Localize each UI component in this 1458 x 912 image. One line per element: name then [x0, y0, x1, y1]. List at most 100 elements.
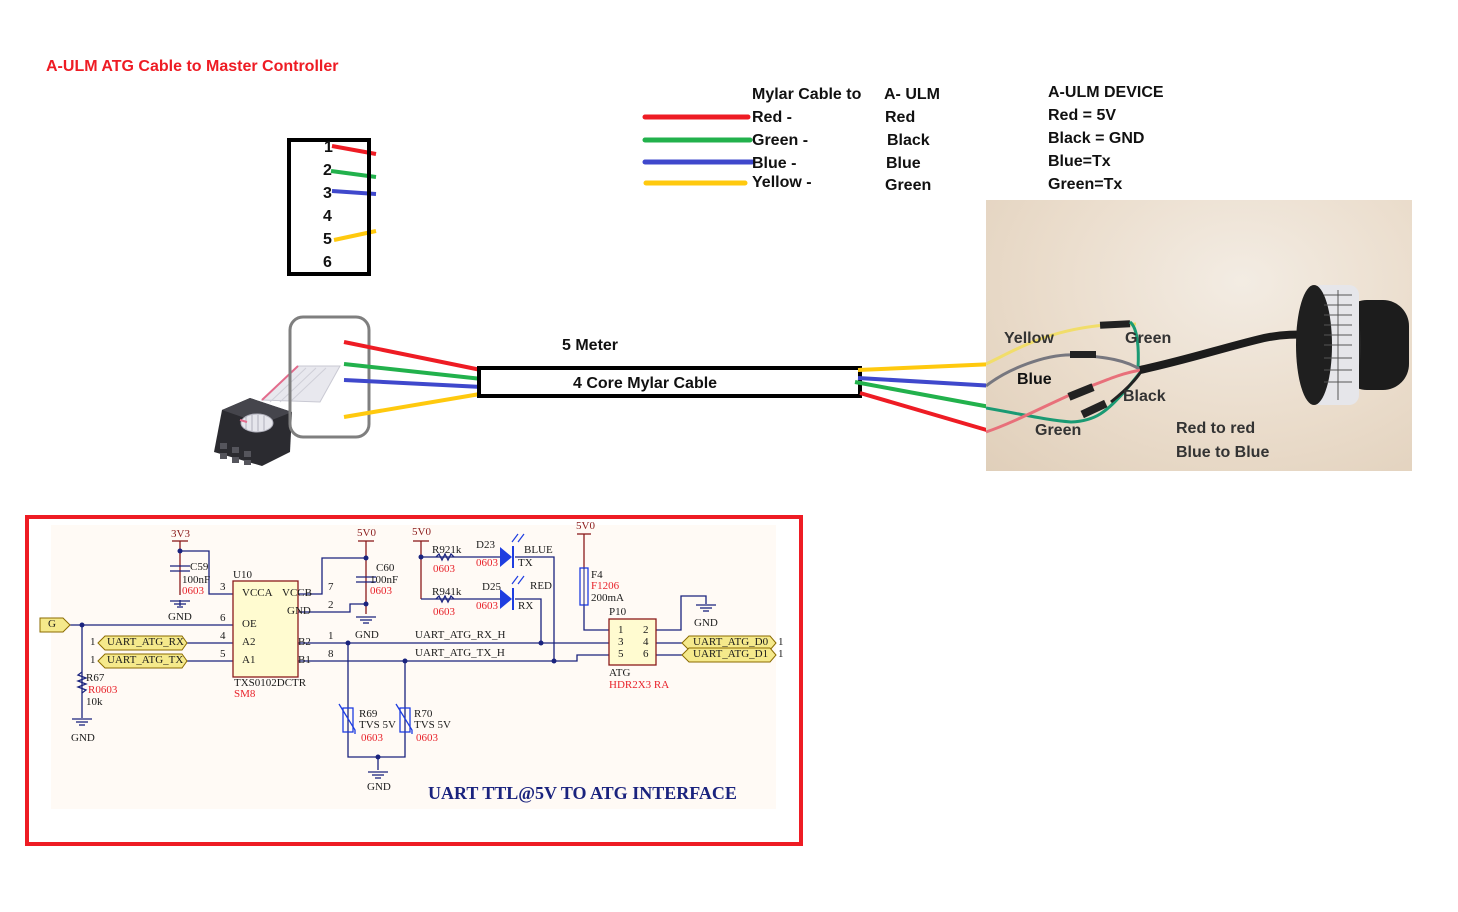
c59-ref: C59	[190, 561, 209, 573]
c59-pkg: 0603	[182, 585, 204, 597]
r94-ref: R941k	[432, 586, 462, 598]
device-info-line: Black = GND	[1048, 130, 1145, 147]
pin-number: 5	[323, 231, 332, 248]
u10-pkg: SM8	[234, 688, 256, 700]
d25-color: RED	[530, 580, 552, 592]
connector-wire-green	[343, 362, 483, 381]
photo-label-blue: Blue	[1017, 371, 1052, 388]
d25-pkg: 0603	[476, 600, 498, 612]
port-d1-num: 1	[778, 648, 784, 660]
legend-header-ulm: A- ULM	[884, 86, 940, 103]
photo-note-blue: Blue to Blue	[1176, 444, 1270, 461]
r70-pkg: 0603	[416, 732, 438, 744]
photo-label-green-bottom: Green	[1035, 422, 1082, 439]
device-photo-illustration	[986, 285, 1409, 434]
gnd-label: GND	[71, 732, 95, 744]
cable-wire-green	[854, 380, 991, 409]
u10-pin-name: OE	[242, 618, 257, 630]
f4-ref: F4	[591, 569, 603, 581]
u10-pin-num: 3	[220, 581, 226, 593]
mylar-cable-body	[477, 366, 862, 398]
r94-pkg: 0603	[433, 606, 455, 618]
u10-pin-name: B2	[298, 636, 311, 648]
gnd-label: GND	[168, 611, 192, 623]
legend-header-cable: Mylar Cable to	[752, 86, 862, 103]
p10-pin: 3	[618, 636, 624, 648]
net-rx-h: UART_ATG_RX_H	[415, 629, 506, 641]
power-3v3: 3V3	[171, 528, 190, 540]
p10-pin: 4	[643, 636, 649, 648]
d23-ref: D23	[476, 539, 495, 551]
p10-name: ATG	[609, 667, 631, 679]
port-tx-shape[interactable]	[97, 653, 188, 669]
u10-pin-name: GND	[287, 605, 311, 617]
photo-label-yellow: Yellow	[1004, 330, 1054, 347]
power-5v0: 5V0	[576, 520, 595, 532]
port-g-shape[interactable]	[39, 617, 71, 633]
r69-ref: R69	[359, 708, 378, 720]
connector-highlight-box	[288, 315, 371, 439]
diagram-title: A-ULM ATG Cable to Master Controller	[46, 58, 339, 75]
cable-wire-red	[859, 391, 991, 433]
pin-number: 6	[323, 254, 332, 271]
photo-label-black: Black	[1123, 388, 1166, 405]
r69-value: TVS 5V	[359, 719, 396, 731]
device-photo: Yellow Green Blue Black Green Red to red…	[986, 200, 1412, 471]
u10-ref: U10	[233, 569, 252, 581]
r67-ref: R67	[86, 672, 105, 684]
port-rx-shape[interactable]	[97, 635, 188, 651]
d25-led-icon	[500, 575, 525, 610]
d25-ref: D25	[482, 581, 501, 593]
r70-ref: R70	[414, 708, 433, 720]
port-tx-num: 1	[90, 654, 96, 666]
legend-cable-green: Green -	[752, 132, 809, 149]
r70-value: TVS 5V	[414, 719, 451, 731]
pin-number: 2	[323, 162, 332, 179]
u10-chip	[232, 580, 299, 678]
gnd-label: GND	[694, 617, 718, 629]
port-d1-label[interactable]: UART_ATG_D1	[693, 648, 769, 660]
connector-wire-red	[343, 340, 482, 372]
port-tx-label[interactable]: UART_ATG_TX	[107, 654, 184, 666]
photo-label-green-top: Green	[1125, 330, 1172, 347]
c60-ref: C60	[376, 562, 395, 574]
r92-resistor-icon	[435, 552, 455, 562]
r92-pkg: 0603	[433, 563, 455, 575]
cable-wire-yellow	[857, 362, 996, 372]
legend-ulm-yellow: Green	[885, 177, 932, 194]
r69-tvs-icon	[338, 703, 356, 734]
device-info: A-ULM DEVICE Red = 5V Black = GND Blue=T…	[1048, 81, 1164, 196]
r67-value: 10k	[86, 696, 103, 708]
u10-pin-num: 7	[328, 581, 334, 593]
device-info-header: A-ULM DEVICE	[1048, 84, 1164, 101]
u10-pin-name: VCCA	[242, 587, 273, 599]
port-d1-shape[interactable]	[681, 647, 777, 663]
wiring-diagram	[214, 114, 996, 466]
pin-number: 1	[324, 139, 333, 156]
r67-resistor-icon	[76, 671, 88, 694]
u10-pin-num: 4	[220, 630, 226, 642]
legend-cable-blue: Blue -	[752, 155, 797, 172]
u10-pin-name: A2	[242, 636, 256, 648]
p10-pin: 2	[643, 624, 649, 636]
f4-value: 200mA	[591, 592, 624, 604]
u10-pin-num: 5	[220, 648, 226, 660]
legend-cable-yellow: Yellow -	[752, 174, 812, 191]
connector-wire-yellow	[343, 392, 481, 419]
port-d0-label[interactable]: UART_ATG_D0	[693, 636, 769, 648]
p10-pin: 1	[618, 624, 624, 636]
port-g-label[interactable]: G	[48, 618, 56, 630]
port-d0-num: 1	[778, 636, 784, 648]
legend-ulm-red: Red	[885, 109, 916, 126]
c59-value: 100nF	[182, 574, 211, 586]
port-rx-label[interactable]: UART_ATG_RX	[107, 636, 184, 648]
p10-header	[608, 618, 657, 666]
p10-pin: 5	[618, 648, 624, 660]
u10-pin-num: 2	[328, 599, 334, 611]
schematic-title: UART TTL@5V TO ATG INTERFACE	[428, 783, 737, 803]
u10-pin-name: A1	[242, 654, 256, 666]
d23-led-icon	[500, 533, 525, 568]
legend-ulm-green: Black	[887, 132, 930, 149]
r69-pkg: 0603	[361, 732, 383, 744]
